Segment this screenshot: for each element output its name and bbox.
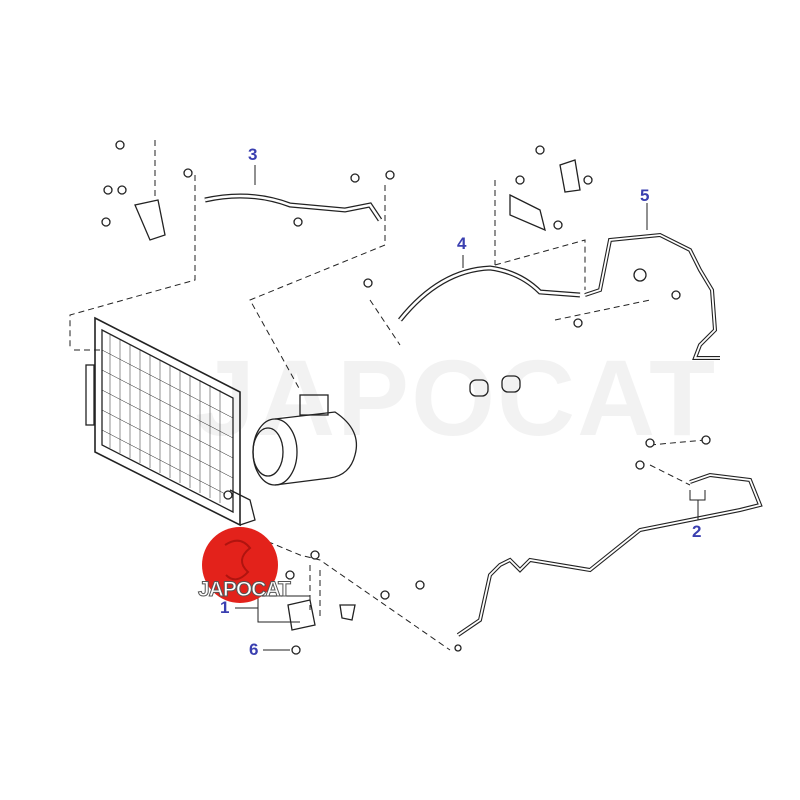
condenser bbox=[85, 316, 256, 527]
compressor bbox=[252, 375, 521, 486]
callout-3: 3 bbox=[248, 145, 258, 164]
callout-2: 2 bbox=[692, 522, 702, 541]
callout-6: 6 bbox=[249, 640, 259, 659]
logo-text: JAPOCAT bbox=[198, 578, 292, 602]
callout-1: 1 bbox=[220, 598, 230, 617]
callout-5: 5 bbox=[640, 186, 650, 205]
callout-4: 4 bbox=[457, 234, 467, 253]
fasteners bbox=[101, 140, 711, 655]
